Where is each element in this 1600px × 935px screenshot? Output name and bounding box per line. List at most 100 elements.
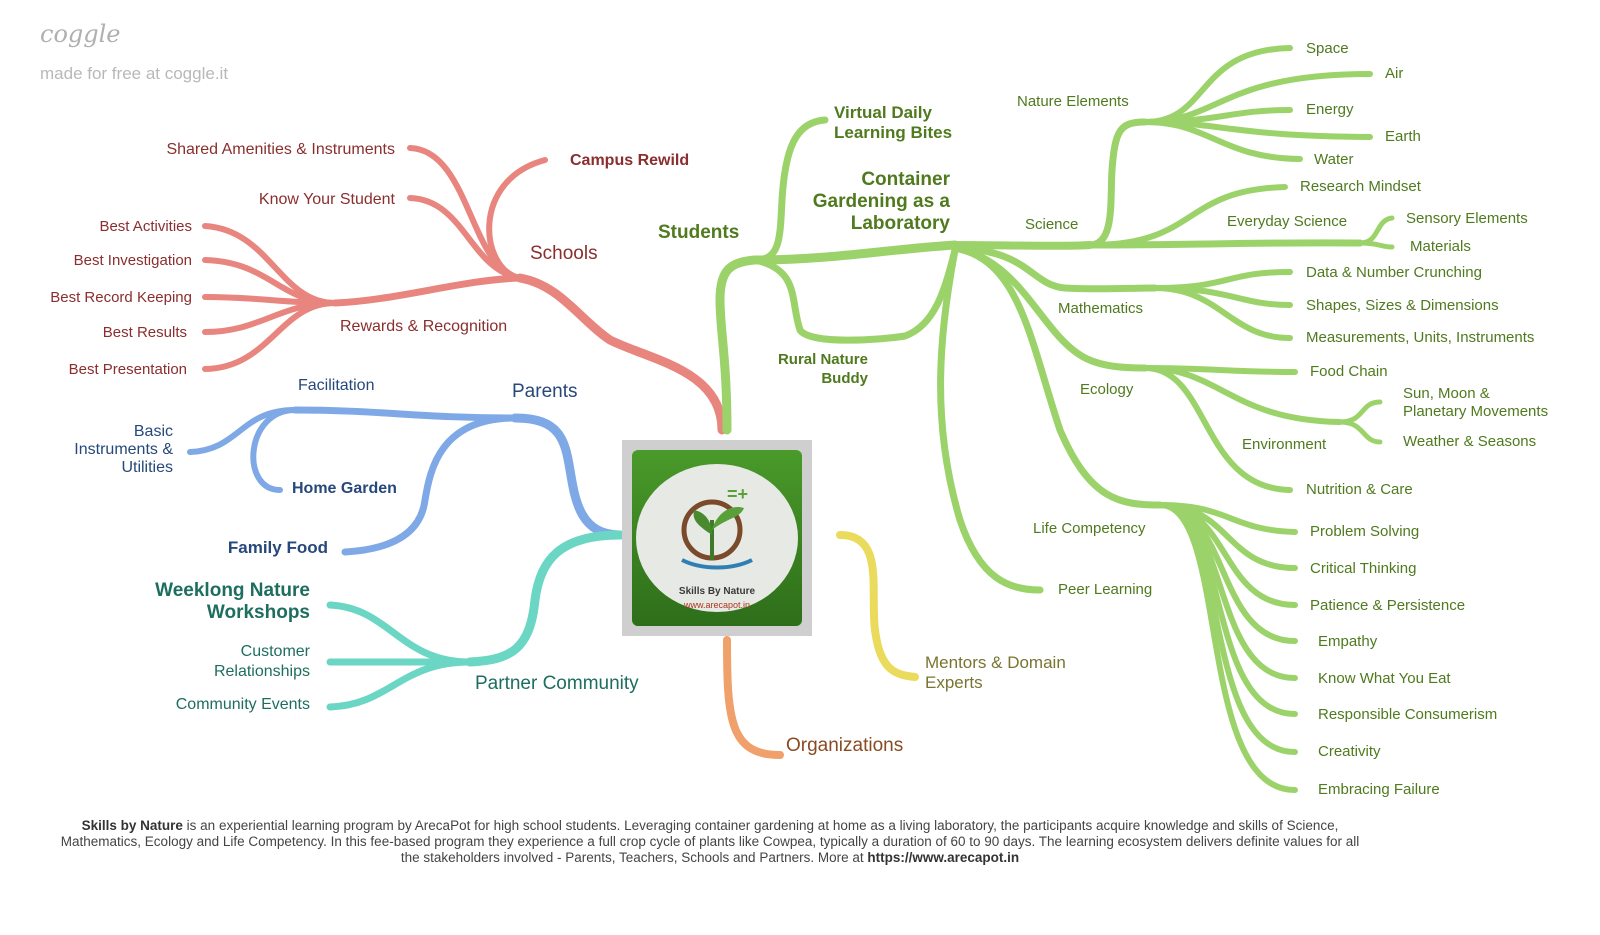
center-url: www.arecapot.in xyxy=(683,600,751,610)
node-parents[interactable]: Parents xyxy=(512,381,578,402)
node-shared-amenities[interactable]: Shared Amenities & Instruments xyxy=(166,141,395,158)
center-name: Skills By Nature xyxy=(678,586,756,597)
node-best-investigation[interactable]: Best Investigation xyxy=(73,252,192,269)
node-home-garden[interactable]: Home Garden xyxy=(292,480,397,497)
coggle-logo[interactable]: coggle xyxy=(40,20,121,48)
node-earth[interactable]: Earth xyxy=(1385,128,1421,145)
node-measurements[interactable]: Measurements, Units, Instruments xyxy=(1306,329,1535,346)
node-creativity[interactable]: Creativity xyxy=(1318,743,1381,760)
node-family-food[interactable]: Family Food xyxy=(227,538,328,557)
node-campus-rewild[interactable]: Campus Rewild xyxy=(570,152,690,169)
branch-best-presentation xyxy=(202,300,338,372)
node-space[interactable]: Space xyxy=(1306,40,1349,57)
branch-virtual xyxy=(751,116,829,264)
branch-embracing xyxy=(1157,502,1298,793)
node-shapes-sizes[interactable]: Shapes, Sizes & Dimensions xyxy=(1306,297,1499,314)
node-empathy[interactable]: Empathy xyxy=(1318,633,1378,650)
branch-sensory xyxy=(1357,215,1395,246)
branch-sun-moon xyxy=(1337,399,1383,425)
plant-logo-icon: =+ xyxy=(681,484,753,570)
branch-environment xyxy=(1142,365,1343,425)
node-nutrition-care[interactable]: Nutrition & Care xyxy=(1306,481,1413,498)
node-customer-relationships[interactable]: Customer Relationships xyxy=(213,643,310,680)
node-mentors[interactable]: Mentors & Domain Experts xyxy=(925,653,1066,692)
node-water[interactable]: Water xyxy=(1314,151,1354,168)
node-weeklong-workshops[interactable]: Weeklong Nature Workshops xyxy=(155,580,310,623)
node-best-results[interactable]: Best Results xyxy=(102,324,187,341)
node-patience[interactable]: Patience & Persistence xyxy=(1310,597,1466,614)
branch-weather xyxy=(1337,419,1383,445)
node-mathematics[interactable]: Mathematics xyxy=(1058,300,1144,317)
branch-schools xyxy=(515,273,727,435)
central-node[interactable]: =+ Skills By Nature www.arecapot.in xyxy=(622,440,812,636)
node-critical-thinking[interactable]: Critical Thinking xyxy=(1310,560,1417,577)
node-ecology[interactable]: Ecology xyxy=(1080,381,1134,398)
branch-community-events xyxy=(326,658,474,711)
branch-partner xyxy=(465,530,625,667)
node-best-record-keeping[interactable]: Best Record Keeping xyxy=(50,289,192,306)
node-know-your-student[interactable]: Know Your Student xyxy=(258,191,395,208)
node-energy[interactable]: Energy xyxy=(1306,101,1354,118)
node-rural-buddy[interactable]: Rural Nature Buddy xyxy=(777,351,868,387)
node-data-crunching[interactable]: Data & Number Crunching xyxy=(1306,264,1482,281)
node-problem-solving[interactable]: Problem Solving xyxy=(1310,523,1420,540)
footer-lead: Skills by Nature xyxy=(81,818,183,833)
node-best-presentation[interactable]: Best Presentation xyxy=(68,361,187,378)
node-organizations[interactable]: Organizations xyxy=(786,735,904,756)
node-students[interactable]: Students xyxy=(658,222,740,243)
node-food-chain[interactable]: Food Chain xyxy=(1310,363,1388,380)
node-container-gardening[interactable]: Container Gardening as a Laboratory xyxy=(812,169,950,234)
logo-oval xyxy=(636,464,798,612)
coggle-tagline[interactable]: made for free at coggle.it xyxy=(40,64,229,83)
node-community-events[interactable]: Community Events xyxy=(175,696,310,713)
node-responsible-consumerism[interactable]: Responsible Consumerism xyxy=(1318,706,1498,723)
node-rewards[interactable]: Rewards & Recognition xyxy=(340,318,508,335)
branch-mathematics xyxy=(951,244,1159,293)
node-air[interactable]: Air xyxy=(1385,65,1404,82)
branch-measurements xyxy=(1152,285,1293,341)
branch-water xyxy=(1142,119,1303,162)
branch-parents xyxy=(510,413,625,540)
branch-know xyxy=(407,195,523,281)
node-sun-moon[interactable]: Sun, Moon & Planetary Movements xyxy=(1403,385,1549,420)
schools-branches xyxy=(202,145,727,435)
branch-peer xyxy=(937,246,1044,594)
branch-shared xyxy=(407,145,523,281)
branch-empathy xyxy=(1157,502,1298,644)
node-weather-seasons[interactable]: Weather & Seasons xyxy=(1403,433,1537,450)
node-life-competency[interactable]: Life Competency xyxy=(1033,520,1146,537)
node-environment[interactable]: Environment xyxy=(1242,436,1327,453)
node-facilitation[interactable]: Facilitation xyxy=(298,377,375,394)
partner-branches xyxy=(326,530,625,711)
branch-mentors xyxy=(836,531,919,681)
node-best-activities[interactable]: Best Activities xyxy=(99,218,192,235)
node-sensory-elements[interactable]: Sensory Elements xyxy=(1406,210,1528,227)
footer-link[interactable]: https://www.arecapot.in xyxy=(867,850,1020,865)
node-basic-instruments[interactable]: Basic Instruments & Utilities xyxy=(74,423,173,476)
node-peer-learning[interactable]: Peer Learning xyxy=(1058,581,1153,598)
branch-nature-elements xyxy=(1086,118,1149,249)
footer-description: Skills by Nature is an experiential lear… xyxy=(60,818,1360,866)
central-logo: =+ Skills By Nature www.arecapot.in xyxy=(632,450,802,626)
node-materials[interactable]: Materials xyxy=(1410,238,1471,255)
branch-family-food xyxy=(341,414,519,556)
node-research-mindset[interactable]: Research Mindset xyxy=(1300,178,1421,195)
branch-organizations xyxy=(723,636,784,759)
node-everyday-science[interactable]: Everyday Science xyxy=(1227,213,1348,230)
node-embracing-failure[interactable]: Embracing Failure xyxy=(1318,781,1440,798)
branch-science xyxy=(951,241,1094,250)
node-know-what-you-eat[interactable]: Know What You Eat xyxy=(1318,670,1451,687)
branch-rural xyxy=(751,256,909,344)
students-branches xyxy=(715,45,1395,793)
branch-students xyxy=(715,255,760,435)
node-schools[interactable]: Schools xyxy=(530,243,598,264)
branch-everyday xyxy=(1086,239,1364,249)
node-virtual-bites[interactable]: Virtual Daily Learning Bites xyxy=(834,103,953,142)
node-partner-community[interactable]: Partner Community xyxy=(475,673,639,694)
branch-container xyxy=(750,240,960,265)
branch-basic xyxy=(187,407,298,455)
parents-branches xyxy=(187,406,625,556)
node-nature-elements[interactable]: Nature Elements xyxy=(1017,93,1129,110)
node-science[interactable]: Science xyxy=(1025,216,1079,233)
